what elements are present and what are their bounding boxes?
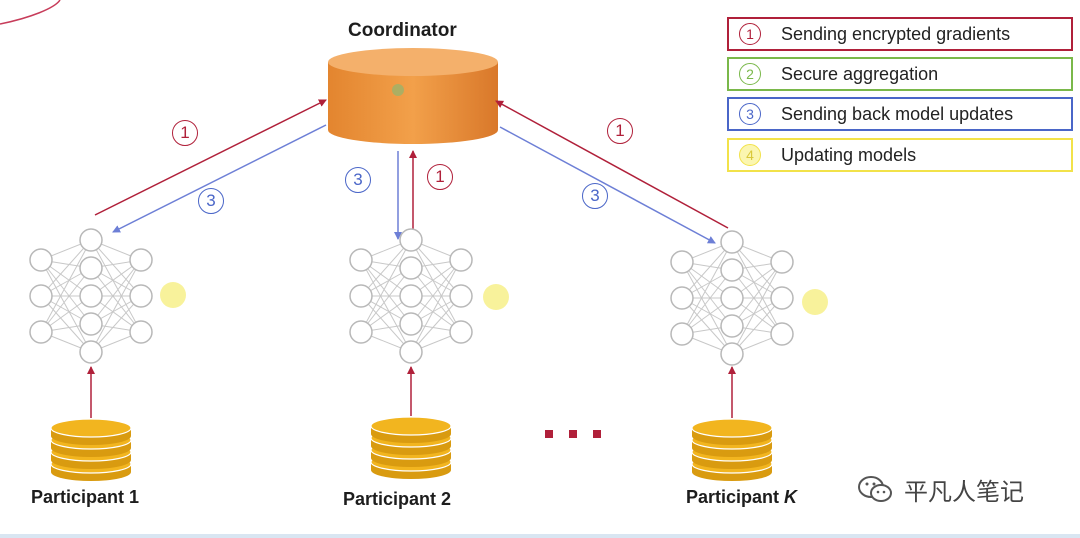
bottom-rule [0, 534, 1080, 538]
legend-number-1: 1 [739, 23, 761, 45]
watermark-text: 平凡人笔记 [904, 479, 1024, 506]
ellipsis-dots [545, 430, 601, 438]
arrow-back-1 [112, 124, 327, 233]
network-node [449, 284, 473, 308]
network-node [670, 322, 694, 346]
participant-2-label: Participant 2 [343, 489, 452, 509]
network-node [449, 248, 473, 272]
network-node [399, 228, 423, 252]
network-node [670, 250, 694, 274]
update-marker-2 [483, 284, 509, 310]
update-marker-k [802, 289, 828, 315]
step-badge-back-2: 3 [345, 167, 371, 193]
network-node [129, 320, 153, 344]
network-node [449, 320, 473, 344]
legend-item-1: 1 Sending encrypted gradients [727, 17, 1073, 51]
network-node [79, 256, 103, 280]
network-node [399, 340, 423, 364]
coordinator-cylinder [328, 48, 498, 144]
network-node [29, 320, 53, 344]
network-node [399, 312, 423, 336]
neural-network-k [670, 230, 794, 366]
network-node [770, 250, 794, 274]
network-node [399, 284, 423, 308]
legend-item-4: 4 Updating models [727, 138, 1073, 172]
network-node [720, 230, 744, 254]
legend-text-4: Updating models [781, 144, 917, 165]
database-disk-top [691, 418, 773, 438]
coordinator-label: Coordinator [348, 20, 457, 41]
legend-text-3: Sending back model updates [781, 103, 1014, 124]
arrow-send-k [495, 100, 729, 229]
database-k [691, 418, 773, 481]
network-node [349, 284, 373, 308]
network-node [29, 248, 53, 272]
legend-text-1: Sending encrypted gradients [781, 23, 1011, 44]
network-node [29, 284, 53, 308]
database-disk-top [370, 416, 452, 436]
neural-network-2 [349, 228, 473, 364]
legend-number-3: 3 [739, 103, 761, 125]
network-node [349, 320, 373, 344]
database-disk-top [50, 418, 132, 438]
network-node [670, 286, 694, 310]
network-node [129, 284, 153, 308]
network-node [720, 258, 744, 282]
legend-number-2: 2 [739, 63, 761, 85]
network-node [349, 248, 373, 272]
legend-text-2: Secure aggregation [781, 63, 939, 84]
network-node [79, 228, 103, 252]
network-node [79, 340, 103, 364]
participant-k-label: Participant K [686, 487, 797, 508]
legend-number-4: 4 [739, 144, 761, 166]
participant-1-label: Participant 1 [31, 487, 140, 507]
database-1 [50, 418, 132, 481]
participant-k-label-text: Participant [686, 487, 785, 507]
network-node [720, 342, 744, 366]
step-badge-send-1: 1 [172, 120, 198, 146]
legend-item-3: 3 Sending back model updates [727, 97, 1073, 131]
network-node [79, 312, 103, 336]
network-node [720, 286, 744, 310]
network-node [770, 286, 794, 310]
network-node [129, 248, 153, 272]
aggregation-marker [392, 84, 404, 96]
legend-item-2: 2 Secure aggregation [727, 57, 1073, 91]
update-marker-1 [160, 282, 186, 308]
arrow-back-k [499, 126, 716, 244]
step-badge-send-k: 1 [607, 118, 633, 144]
network-node [79, 284, 103, 308]
neural-network-1 [29, 228, 153, 364]
step-badge-back-k: 3 [582, 183, 608, 209]
decorative-oval [0, 0, 61, 25]
network-node [720, 314, 744, 338]
step-badge-back-1: 3 [198, 188, 224, 214]
arrow-send-1 [94, 99, 327, 216]
wechat-icon [858, 475, 892, 502]
watermark: 平凡人笔记 [856, 472, 1024, 507]
database-2 [370, 416, 452, 479]
participant-k-label-symbol: K [784, 487, 798, 507]
step-badge-send-2: 1 [427, 164, 453, 190]
network-node [770, 322, 794, 346]
network-node [399, 256, 423, 280]
